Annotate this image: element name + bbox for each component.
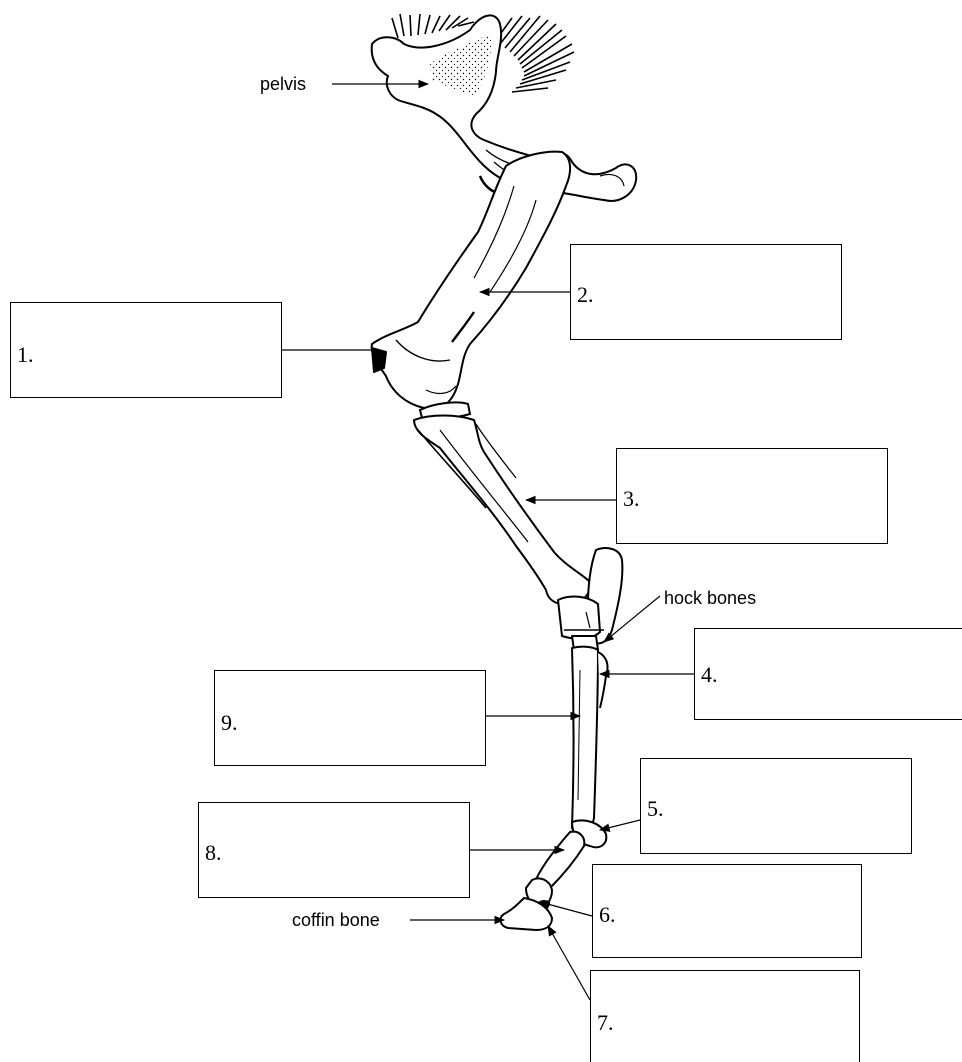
leader-lines — [282, 79, 694, 1001]
answer-box-2-number: 2. — [577, 282, 594, 307]
answer-box-6[interactable]: 6. — [592, 864, 862, 958]
muscle-fibers — [391, 13, 575, 93]
answer-box-9[interactable]: 9. — [214, 670, 486, 766]
answer-box-3-number: 3. — [623, 486, 640, 511]
answer-box-2[interactable]: 2. — [570, 244, 842, 340]
answer-box-7[interactable]: 7. — [590, 970, 860, 1062]
pelvis-label: pelvis — [260, 74, 307, 94]
hock-bones-label: hock bones — [664, 588, 757, 608]
answer-box-5-number: 5. — [647, 796, 664, 821]
box5-leader — [598, 819, 641, 832]
answer-box-9-number: 9. — [221, 710, 238, 735]
box7-leader — [547, 925, 591, 1001]
cannon-bone-shape — [571, 645, 609, 832]
answer-box-1[interactable]: 1. — [10, 302, 282, 398]
answer-box-8[interactable]: 8. — [198, 802, 470, 898]
answer-box-6-number: 6. — [599, 902, 616, 927]
tibia-bone — [413, 414, 592, 606]
box6-leader — [538, 900, 593, 917]
coffin-bone-label: coffin bone — [292, 910, 380, 930]
answer-box-1-number: 1. — [17, 342, 34, 367]
answer-box-8-number: 8. — [205, 840, 222, 865]
answer-box-4-number: 4. — [701, 662, 718, 687]
hock-arrow — [603, 595, 661, 643]
hock-bones-shape — [557, 547, 624, 651]
answer-box-4[interactable]: 4. — [694, 628, 962, 720]
femur-bone — [370, 150, 572, 410]
answer-box-5[interactable]: 5. — [640, 758, 912, 854]
answer-box-7-number: 7. — [597, 1010, 614, 1035]
answer-box-3[interactable]: 3. — [616, 448, 888, 544]
